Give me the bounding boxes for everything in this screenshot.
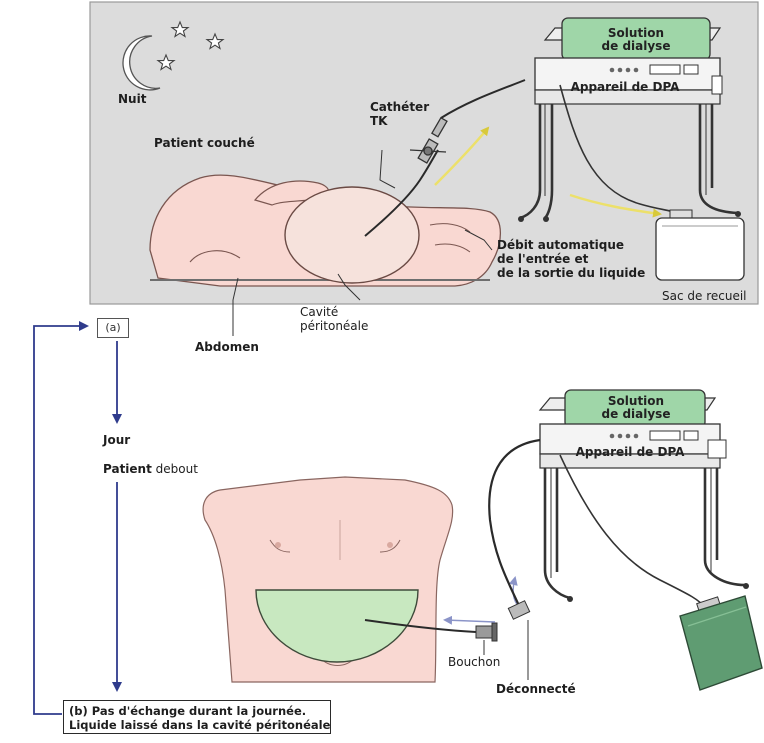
cavity-label: Cavité péritonéale xyxy=(300,305,368,333)
patient-standing-bold: Patient xyxy=(103,462,152,476)
flow-label: Débit automatique de l'entrée et de la s… xyxy=(497,238,645,280)
step-b-line1: (b) Pas d'échange durant la journée. xyxy=(69,704,325,718)
device-label-day: Appareil de DPA xyxy=(550,446,710,459)
cavity-label-line1: Cavité xyxy=(300,305,368,319)
flow-label-line1: Débit automatique xyxy=(497,238,645,252)
catheter-label-line1: Cathéter xyxy=(370,100,429,114)
night-label: Nuit xyxy=(118,92,146,106)
solution-label-night-line2: de dialyse xyxy=(580,40,692,53)
solution-label-day-line2: de dialyse xyxy=(582,408,690,421)
cavity-label-line2: péritonéale xyxy=(300,319,368,333)
collection-bag-night xyxy=(656,210,744,280)
step-b-line2: Liquide laissé dans la cavité péritonéal… xyxy=(69,718,325,732)
solution-label-night: Solution de dialyse xyxy=(580,27,692,53)
step-b-box: (b) Pas d'échange durant la journée. Liq… xyxy=(63,700,331,734)
patient-standing-label: Patient debout xyxy=(103,462,198,476)
drain-tube-day xyxy=(560,455,705,608)
flow-label-line2: de l'entrée et xyxy=(497,252,645,266)
flow-label-line3: de la sortie du liquide xyxy=(497,266,645,280)
line-end-connector xyxy=(508,601,529,619)
device-label-night: Appareil de DPA xyxy=(550,81,700,94)
cycle-loop-arrow xyxy=(34,326,87,714)
disconnected-label: Déconnecté xyxy=(496,682,576,696)
catheter-label: Cathéter TK xyxy=(370,100,429,128)
collection-bag-label: Sac de recueil xyxy=(662,289,747,303)
day-label: Jour xyxy=(103,433,130,447)
step-a-box: (a) xyxy=(97,318,129,338)
patient-standing-rest: debout xyxy=(152,462,198,476)
peritoneal-cavity-night xyxy=(285,187,419,283)
abdomen-label: Abdomen xyxy=(195,340,259,354)
cap-label: Bouchon xyxy=(448,655,500,669)
cap-pointer-arrow xyxy=(445,620,495,622)
patient-lying-label: Patient couché xyxy=(154,136,255,150)
cap-icon xyxy=(476,623,497,641)
catheter-label-line2: TK xyxy=(370,114,429,128)
collection-bag-day xyxy=(680,596,762,690)
solution-label-day: Solution de dialyse xyxy=(582,395,690,421)
